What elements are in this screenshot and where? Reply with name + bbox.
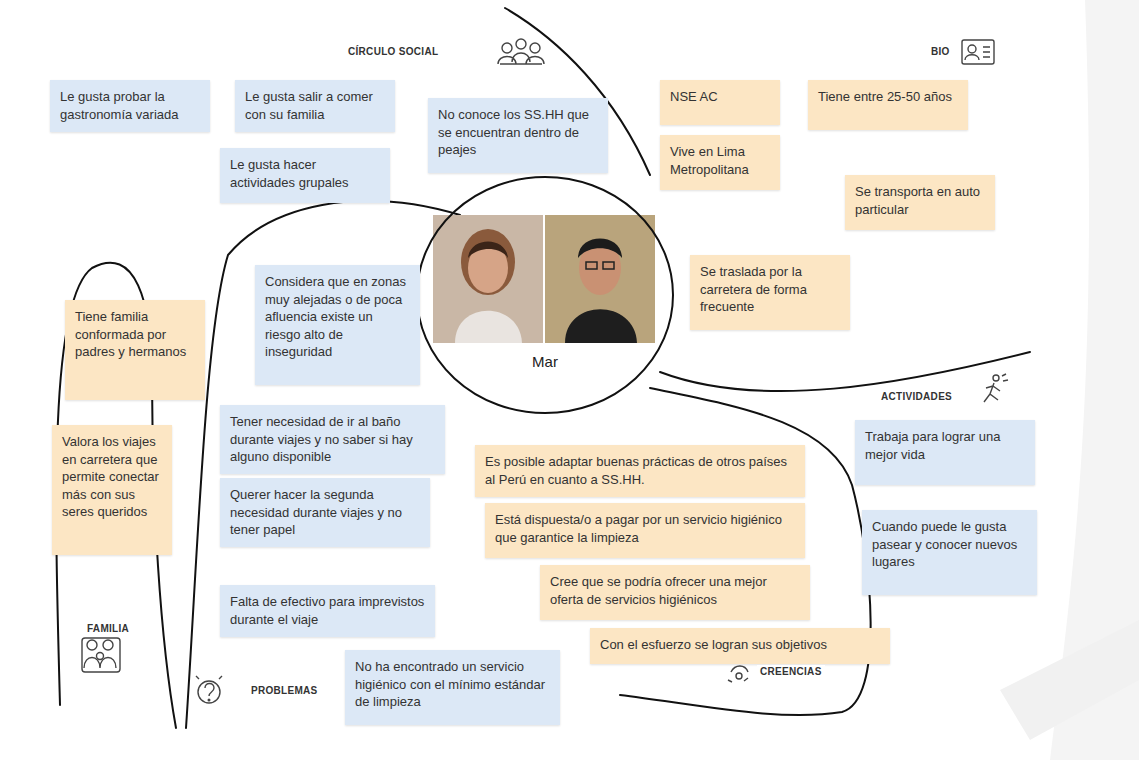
note-text: Considera que en zonas muy alejadas o de… (265, 273, 410, 361)
note-text: Tiene entre 25-50 años (818, 88, 958, 106)
section-label: FAMILIA (84, 622, 132, 635)
note-text: Es posible adaptar buenas prácticas de o… (485, 453, 795, 488)
persona-name: Mar (415, 353, 675, 370)
note-text: Valora los viajes en carretera que permi… (62, 433, 162, 521)
sticky-note: Falta de efectivo para imprevistos duran… (220, 585, 435, 637)
sticky-note: Se transporta en auto particular (845, 175, 995, 230)
section-label: PROBLEMAS (248, 684, 321, 697)
section-label: CREENCIAS (757, 665, 825, 678)
note-text: Tener necesidad de ir al baño durante vi… (230, 413, 435, 466)
note-text: Tiene familia conformada por padres y he… (75, 308, 195, 361)
sticky-note: Le gusta hacer actividades grupales (220, 148, 390, 203)
note-text: No ha encontrado un servicio higiénico c… (355, 658, 550, 711)
note-text: Se traslada por la carretera de forma fr… (700, 263, 840, 316)
sticky-note: Valora los viajes en carretera que permi… (52, 425, 172, 555)
family-icon (82, 638, 120, 672)
note-text: Le gusta hacer actividades grupales (230, 156, 380, 191)
question-icon (196, 676, 222, 703)
sticky-note: Tiene familia conformada por padres y he… (65, 300, 205, 400)
watermark-shape (1000, 620, 1139, 740)
section-label: ACTIVIDADES (878, 390, 955, 403)
sticky-note: NSE AC (660, 80, 780, 125)
circle-outline (415, 175, 675, 415)
note-text: Cree que se podría ofrecer una mejor ofe… (550, 573, 800, 608)
running-icon (984, 374, 1008, 402)
divider-curve (660, 352, 1030, 391)
sticky-note: Querer hacer la segunda necesidad durant… (220, 478, 430, 547)
sticky-note: Cree que se podría ofrecer una mejor ofe… (540, 565, 810, 620)
sticky-note: Tener necesidad de ir al baño durante vi… (220, 405, 445, 474)
sticky-note: Le gusta salir a comer con su familia (235, 80, 395, 132)
sticky-note: Se traslada por la carretera de forma fr… (690, 255, 850, 330)
persona-circle: Mar (415, 175, 675, 415)
sticky-note: Cuando puede le gusta pasear y conocer n… (862, 510, 1037, 595)
sticky-note: Vive en Lima Metropolitana (660, 135, 780, 190)
note-text: Le gusta salir a comer con su familia (245, 88, 385, 123)
sticky-note: Trabaja para lograr una mejor vida (855, 420, 1035, 485)
note-text: Se transporta en auto particular (855, 183, 985, 218)
id-card-icon (962, 40, 994, 64)
section-label: BIO (928, 45, 953, 58)
sticky-note: No ha encontrado un servicio higiénico c… (345, 650, 560, 725)
note-text: Falta de efectivo para imprevistos duran… (230, 593, 425, 628)
note-text: Está dispuesta/o a pagar por un servicio… (495, 511, 795, 546)
note-text: Con el esfuerzo se logran sus objetivos (600, 636, 880, 654)
persona-photo (433, 215, 543, 343)
group-icon (498, 39, 544, 64)
beliefs-icon (728, 666, 748, 682)
section-label: CÍRCULO SOCIAL (345, 45, 441, 58)
divider-curve (186, 201, 460, 728)
sticky-note: Está dispuesta/o a pagar por un servicio… (485, 503, 805, 558)
note-text: Trabaja para lograr una mejor vida (865, 428, 1025, 463)
sticky-note: Le gusta probar la gastronomía variada (50, 80, 210, 132)
note-text: Vive en Lima Metropolitana (670, 143, 770, 178)
note-text: Querer hacer la segunda necesidad durant… (230, 486, 420, 539)
note-text: NSE AC (670, 88, 770, 106)
sticky-note: No conoce los SS.HH que se encuentran de… (428, 98, 608, 173)
persona-photo (545, 215, 655, 343)
note-text: Le gusta probar la gastronomía variada (60, 88, 200, 123)
sticky-note: Tiene entre 25-50 años (808, 80, 968, 130)
note-text: Cuando puede le gusta pasear y conocer n… (872, 518, 1027, 571)
sticky-note: Es posible adaptar buenas prácticas de o… (475, 445, 805, 497)
sticky-note: Con el esfuerzo se logran sus objetivos (590, 628, 890, 664)
note-text: No conoce los SS.HH que se encuentran de… (438, 106, 598, 159)
sticky-note: Considera que en zonas muy alejadas o de… (255, 265, 420, 385)
